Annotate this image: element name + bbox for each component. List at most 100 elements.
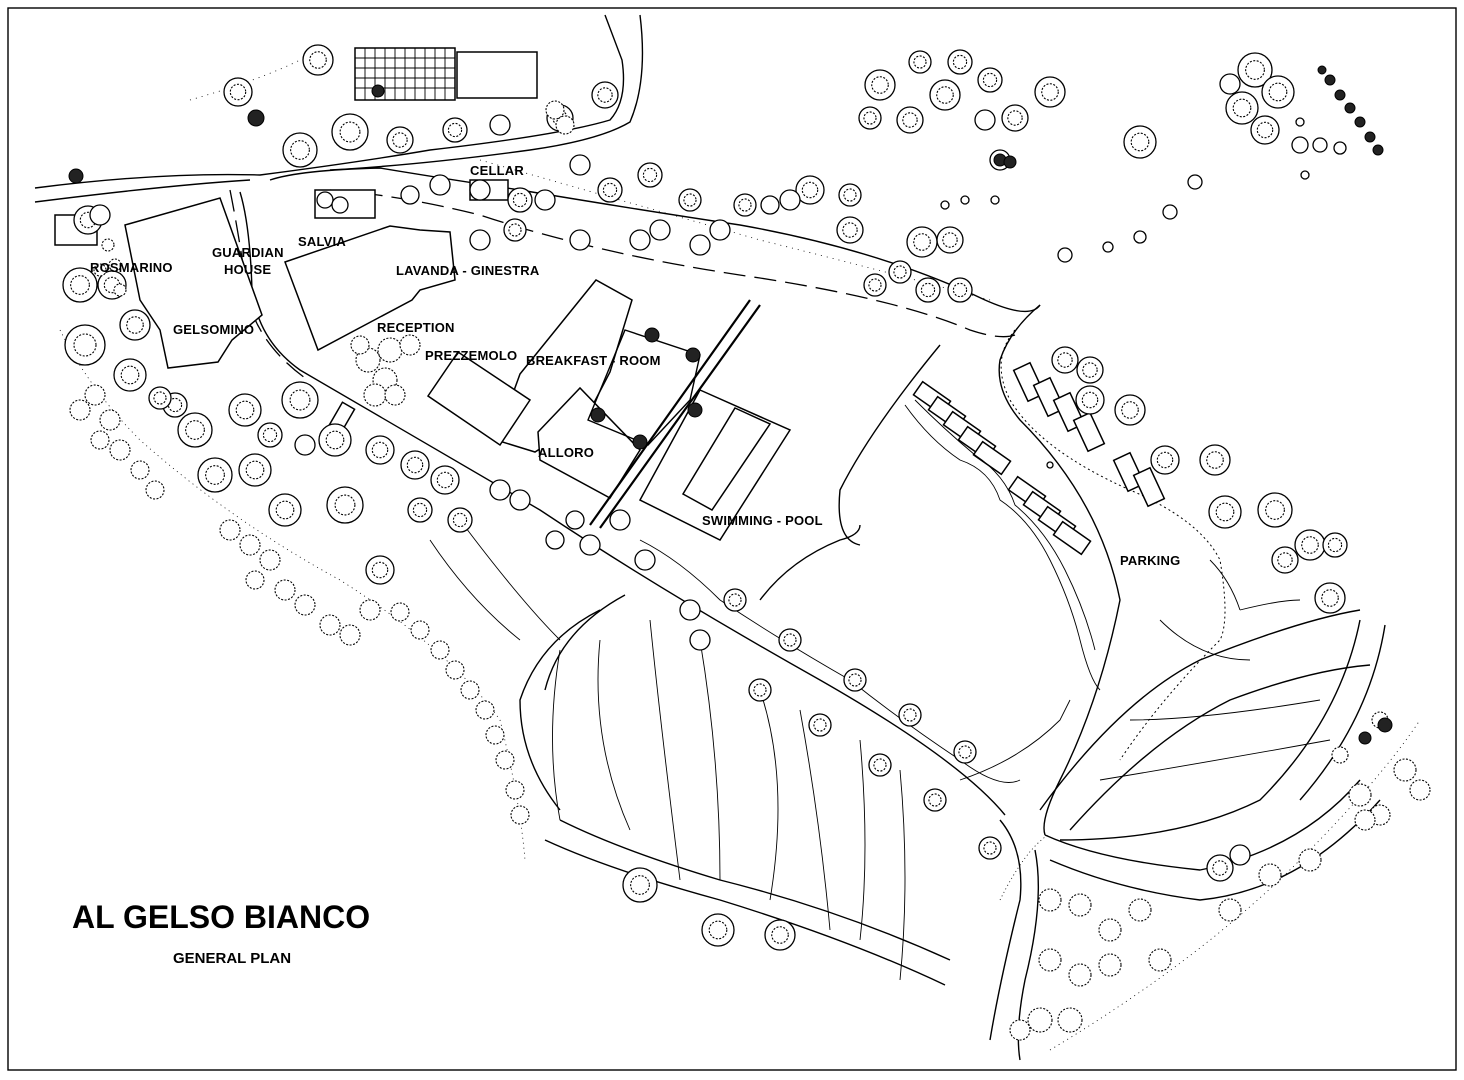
tree-symbol bbox=[363, 383, 387, 407]
tree-canopy-detail bbox=[185, 420, 205, 440]
tree-canopy-detail bbox=[70, 275, 90, 295]
tree-symbol bbox=[510, 805, 530, 825]
tree-canopy-detail bbox=[683, 193, 697, 207]
tree-symbol bbox=[485, 725, 505, 745]
shrub-symbol bbox=[247, 109, 265, 127]
tree-canopy-detail bbox=[920, 282, 936, 298]
tree-symbol bbox=[489, 114, 511, 136]
tree-canopy-detail bbox=[406, 456, 424, 474]
tree-canopy-detail bbox=[452, 512, 468, 528]
tree-canopy-detail bbox=[602, 182, 618, 198]
tree-symbol bbox=[475, 700, 495, 720]
label-rosmarino: ROSMARINO bbox=[90, 260, 173, 275]
tree-symbol bbox=[1128, 898, 1152, 922]
tree-symbol bbox=[93, 263, 107, 277]
tree-canopy-detail bbox=[1130, 132, 1150, 152]
tree-symbol bbox=[359, 599, 381, 621]
tree-canopy-detail bbox=[412, 502, 428, 518]
tree-symbol bbox=[709, 219, 731, 241]
tree-canopy-detail bbox=[902, 112, 918, 128]
tree-symbol bbox=[649, 219, 671, 241]
tree-canopy-detail bbox=[942, 232, 958, 248]
tree-symbol bbox=[634, 549, 656, 571]
tree-canopy-detail bbox=[1301, 536, 1319, 554]
tree-symbol bbox=[1133, 230, 1147, 244]
tree-canopy-detail bbox=[275, 500, 295, 520]
tree-symbol bbox=[101, 238, 115, 252]
tree-symbol bbox=[245, 570, 265, 590]
shrub-symbol bbox=[1344, 102, 1356, 114]
tree-canopy-detail bbox=[843, 188, 857, 202]
tree-symbol bbox=[629, 229, 651, 251]
shrub-symbol bbox=[1317, 65, 1327, 75]
tree-symbol bbox=[99, 409, 121, 431]
label-cellar: CELLAR bbox=[470, 163, 524, 178]
tree-canopy-detail bbox=[1277, 552, 1293, 568]
tree-symbol bbox=[294, 594, 316, 616]
tree-symbol bbox=[1258, 863, 1282, 887]
tree-symbol bbox=[219, 519, 241, 541]
shrub-symbol bbox=[1377, 717, 1393, 733]
title-block: AL GELSO BIANCO GENERAL PLAN bbox=[72, 899, 370, 967]
tree-symbol bbox=[130, 460, 150, 480]
tree-symbol bbox=[469, 179, 491, 201]
tree-symbol bbox=[1098, 953, 1122, 977]
tree-canopy-detail bbox=[903, 708, 917, 722]
tree-symbol bbox=[400, 185, 420, 205]
tree-symbol bbox=[1027, 1007, 1053, 1033]
tree-canopy-detail bbox=[1321, 589, 1339, 607]
tree-canopy-detail bbox=[753, 683, 767, 697]
tree-symbol bbox=[569, 154, 591, 176]
tree-symbol bbox=[1162, 204, 1178, 220]
tree-canopy-detail bbox=[958, 745, 972, 759]
tree-canopy-detail bbox=[1206, 451, 1224, 469]
tree-symbol bbox=[1354, 809, 1376, 831]
tree-canopy-detail bbox=[936, 86, 954, 104]
tree-canopy-detail bbox=[290, 140, 310, 160]
tree-canopy-detail bbox=[325, 430, 345, 450]
label-gelsomino: GELSOMINO bbox=[173, 322, 254, 337]
tree-symbol bbox=[90, 430, 110, 450]
tree-symbol bbox=[1038, 948, 1062, 972]
tree-canopy-detail bbox=[1256, 121, 1274, 139]
tree-canopy-detail bbox=[1007, 110, 1023, 126]
tree-symbol bbox=[145, 480, 165, 500]
tree-symbol bbox=[1068, 893, 1092, 917]
tree-symbol bbox=[350, 335, 370, 355]
tree-symbol bbox=[509, 489, 531, 511]
shrub-symbol bbox=[1372, 144, 1384, 156]
tree-canopy-detail bbox=[262, 427, 278, 443]
tree-canopy-detail bbox=[1041, 83, 1059, 101]
tree-symbol bbox=[534, 189, 556, 211]
tree-canopy-detail bbox=[871, 76, 889, 94]
tree-canopy-detail bbox=[1268, 82, 1288, 102]
tree-symbol bbox=[505, 780, 525, 800]
tree-symbol bbox=[384, 384, 406, 406]
tree-canopy-detail bbox=[126, 316, 144, 334]
tree-symbol bbox=[1219, 73, 1241, 95]
buildings bbox=[54, 47, 1166, 556]
tree-canopy-detail bbox=[982, 72, 998, 88]
tree-symbol bbox=[940, 200, 950, 210]
tree-canopy-detail bbox=[913, 233, 931, 251]
tree-symbol bbox=[565, 510, 585, 530]
tree-canopy-detail bbox=[1121, 401, 1139, 419]
shrub-symbol bbox=[1003, 155, 1017, 169]
tree-canopy-detail bbox=[120, 365, 140, 385]
tree-canopy-detail bbox=[1215, 502, 1235, 522]
tree-symbol bbox=[689, 629, 711, 651]
tree-symbol bbox=[109, 439, 131, 461]
tree-symbol bbox=[1102, 241, 1114, 253]
shrub-symbol bbox=[1358, 731, 1372, 745]
tree-canopy-detail bbox=[512, 192, 528, 208]
label-reception: RECEPTION bbox=[377, 320, 455, 335]
tree-symbol bbox=[1046, 461, 1054, 469]
shrub-symbol bbox=[1364, 131, 1376, 143]
tree-canopy-detail bbox=[167, 397, 183, 413]
tree-symbol bbox=[1291, 136, 1309, 154]
tree-canopy-detail bbox=[73, 333, 97, 357]
shrub-symbol bbox=[632, 434, 648, 450]
tree-canopy-detail bbox=[1265, 500, 1285, 520]
label-salvia: SALVIA bbox=[298, 234, 346, 249]
